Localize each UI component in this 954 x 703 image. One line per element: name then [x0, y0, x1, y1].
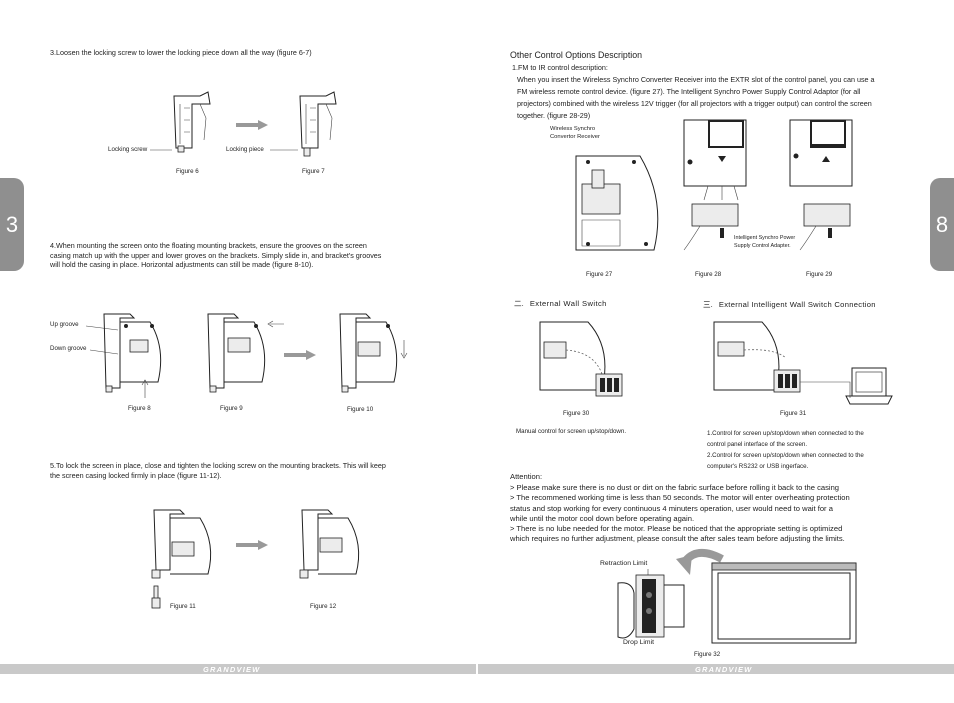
- page-number-tab-left: 3: [0, 178, 24, 271]
- attention-item: > The recommened working time is less th…: [510, 493, 850, 523]
- arrow-left-icon: [267, 320, 284, 328]
- control-note-1: 1.Control for screen up/stop/down when c…: [707, 430, 864, 448]
- figure-11-drawing: [151, 509, 212, 609]
- label-receiver: Wireless Synchro Convertor Receiver: [550, 126, 600, 140]
- figure-27-caption: Figure 27: [586, 271, 613, 278]
- label-drop-limit-text: Drop Limit: [623, 639, 654, 646]
- figure-6-caption: Figure 6: [176, 168, 199, 175]
- subsection-2-title: External Wall Switch: [529, 299, 607, 308]
- brand-logo-left: GRANDVIEW: [203, 665, 261, 674]
- subsection-2-heading: 二. External Wall Switch: [514, 298, 607, 309]
- arrow-right-icon: [284, 350, 316, 360]
- step-5-text: 5.To lock the screen in place, close and…: [50, 461, 386, 480]
- arrow-right-icon: [236, 540, 268, 550]
- footer-bar-left: GRANDVIEW: [0, 664, 476, 674]
- footer-bar-right: GRANDVIEW: [478, 664, 954, 674]
- subsection-3-marker: 三.: [703, 300, 713, 309]
- step-3-text: 3.Loosen the locking screw to lower the …: [50, 48, 312, 57]
- figure-11-caption: Figure 11: [170, 603, 196, 610]
- figure-8-drawing: [103, 313, 162, 393]
- subsection-2-marker: 二.: [514, 299, 524, 308]
- page-number-left: 3: [5, 211, 19, 237]
- figure-10-drawing: [339, 313, 398, 393]
- figure-30-caption: Figure 30: [563, 410, 590, 417]
- step-4-text: 4.When mounting the screen onto the floa…: [50, 241, 382, 269]
- figure-12-drawing: [299, 509, 360, 579]
- figure-29-caption: Figure 29: [806, 271, 833, 278]
- label-locking-piece: Locking piece: [226, 146, 264, 153]
- label-retraction-limit: Retraction Limit: [600, 560, 648, 567]
- arrow-up-icon: [141, 379, 149, 398]
- attention-title: Attention:: [510, 472, 543, 481]
- figure-28-caption: Figure 28: [695, 271, 722, 278]
- page-number-tab-right: 8: [930, 178, 954, 271]
- subsection-1-body: When you insert the Wireless Synchro Con…: [517, 75, 875, 120]
- figure-32-drawing: [617, 549, 857, 644]
- figure-12-caption: Figure 12: [310, 603, 337, 610]
- figure-30-drawing: [539, 321, 623, 397]
- attention-list: > Please make sure there is no dust or d…: [510, 483, 930, 545]
- figure-31-caption: Figure 31: [780, 410, 807, 417]
- figure-7-drawing: [299, 91, 337, 157]
- label-up-groove: Up groove: [50, 321, 79, 328]
- label-adaptor: Intelligent Synchro Power Supply Control…: [734, 235, 796, 249]
- figure-32-caption: Figure 32: [694, 651, 721, 658]
- brand-logo-right: GRANDVIEW: [695, 665, 753, 674]
- figure-8-caption: Figure 8: [128, 405, 151, 412]
- attention-item: > There is no lube needed for the motor.…: [510, 524, 845, 544]
- subsection-1-title: 1.FM to IR control description:: [512, 63, 608, 72]
- page-number-right: 8: [935, 211, 949, 237]
- figure-9-drawing: [207, 313, 266, 393]
- subsection-3-title: External Intelligent Wall Switch Connect…: [718, 300, 876, 309]
- label-locking-screw: Locking screw: [108, 146, 148, 153]
- label-down-groove: Down groove: [50, 345, 87, 352]
- figure-9-caption: Figure 9: [220, 405, 243, 412]
- figure-10-caption: Figure 10: [347, 406, 374, 413]
- figure-31-drawing: [713, 321, 893, 405]
- attention-item: > Please make sure there is no dust or d…: [510, 483, 840, 492]
- figure-29-drawing: [789, 119, 853, 251]
- groove-leader-lines: [85, 325, 119, 355]
- arrow-right-icon: [236, 120, 268, 130]
- figure-6-drawing: [173, 91, 211, 153]
- figure-27-drawing: [575, 155, 659, 251]
- arrow-down-icon: [400, 340, 408, 359]
- leader-line: [150, 149, 172, 151]
- section-title: Other Control Options Description: [510, 50, 643, 60]
- control-note-2: 2.Control for screen up/stop/down when c…: [707, 452, 864, 470]
- manual-control-text: Manual control for screen up/stop/down.: [516, 428, 627, 435]
- figure-28-drawing: [683, 119, 747, 251]
- subsection-3-heading: 三. External Intelligent Wall Switch Conn…: [703, 299, 876, 310]
- leader-line: [270, 149, 298, 151]
- figure-7-caption: Figure 7: [302, 168, 325, 175]
